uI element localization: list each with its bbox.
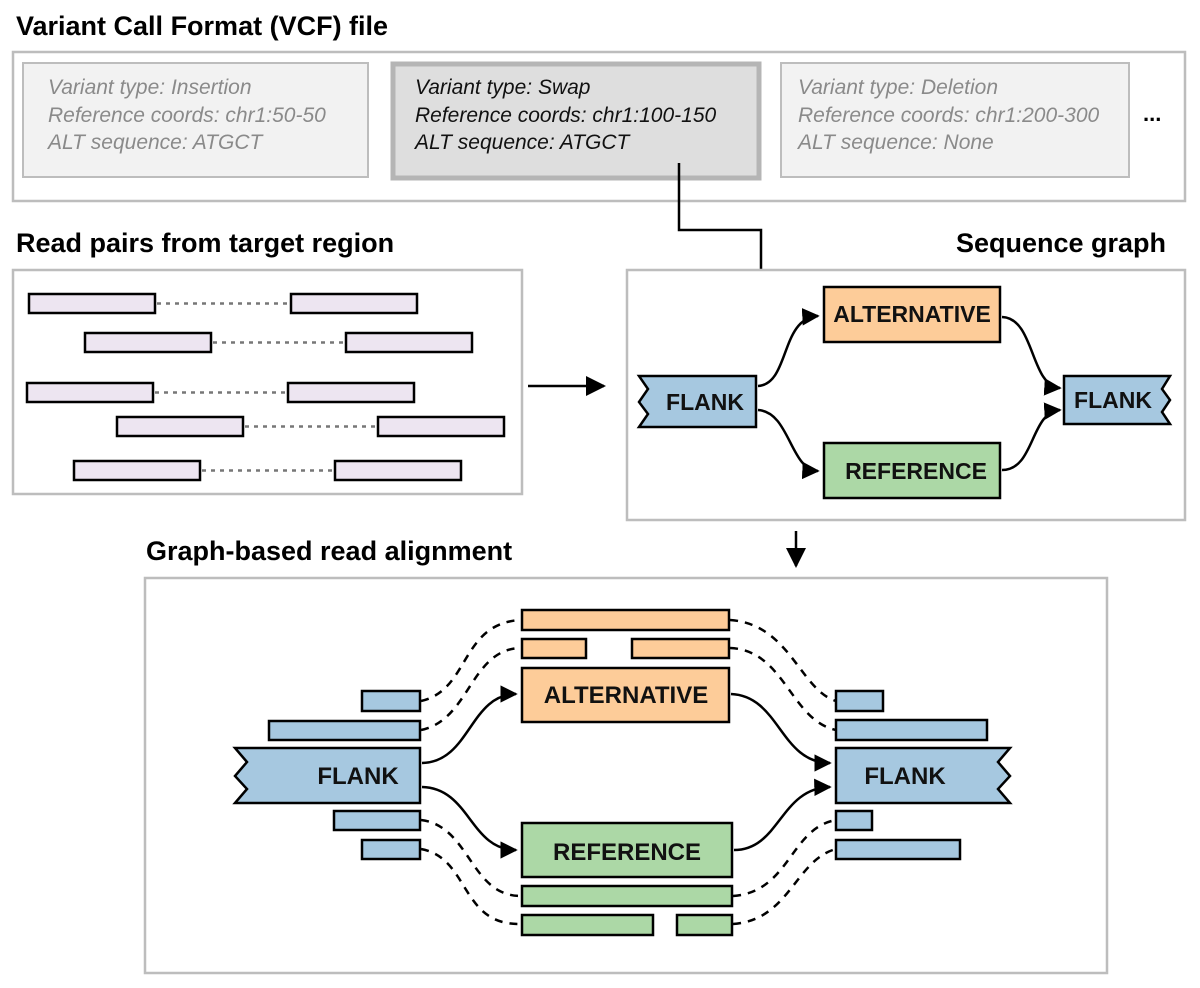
graph-left-flank-node[interactable]: FLANK	[636, 374, 758, 429]
read-pairs	[25, 292, 506, 482]
node-label: FLANK	[1074, 387, 1152, 413]
vcf-record-swap-selected[interactable]: Variant type: Swap Reference coords: chr…	[390, 61, 762, 181]
vcf-record-deletion[interactable]: Variant type: Deletion Reference coords:…	[780, 62, 1130, 178]
vcf-record-coords: Reference coords: chr1:200-300	[798, 104, 1099, 127]
alignment-right-flank-node[interactable]: FLANK	[834, 746, 1013, 805]
vcf-record-alt: ALT sequence: ATGCT	[413, 131, 632, 154]
read-mate-1	[25, 381, 155, 404]
node-label: FLANK	[317, 763, 399, 790]
read-pair	[25, 381, 416, 404]
read-link	[420, 818, 521, 898]
aligned-read	[630, 637, 731, 660]
aligned-read	[834, 838, 962, 861]
reads-title: Read pairs from target region	[16, 228, 394, 258]
edge-reference-to-flank	[733, 778, 832, 852]
aligned-read	[360, 838, 422, 861]
read-mate-2	[344, 331, 474, 354]
edge-flank-to-alternative	[421, 685, 518, 765]
vcf-record-type: Variant type: Insertion	[48, 76, 252, 99]
vcf-to-graph-arrow	[677, 163, 771, 304]
vcf-record-type: Variant type: Deletion	[798, 76, 998, 99]
graph-title: Sequence graph	[956, 228, 1166, 258]
edge-alternative-to-flank	[730, 692, 832, 772]
node-label: REFERENCE	[845, 458, 987, 484]
read-link	[732, 818, 837, 898]
read-mate-1	[83, 331, 213, 354]
read-mate-1	[27, 292, 157, 315]
aligned-read	[520, 913, 655, 937]
aligned-read	[834, 689, 885, 713]
aligned-read	[332, 809, 422, 832]
node-label: ALTERNATIVE	[833, 301, 991, 327]
aligned-read	[520, 608, 731, 632]
aligned-read	[267, 719, 422, 742]
node-label: REFERENCE	[553, 839, 701, 866]
read-mate-2	[289, 292, 419, 315]
edge-flank-to-alternative	[757, 308, 820, 388]
edge-flank-to-reference	[421, 785, 518, 859]
vcf-record-alt: ALT sequence: None	[796, 131, 994, 154]
read-link	[729, 646, 837, 732]
alignment-alternative-node[interactable]: ALTERNATIVE	[520, 666, 731, 724]
vcf-record-alt: ALT sequence: ATGCT	[46, 131, 265, 154]
read-link	[420, 646, 521, 732]
node-label: FLANK	[864, 763, 946, 790]
aligned-read	[834, 718, 989, 742]
node-label: FLANK	[666, 389, 744, 415]
alignment-title: Graph-based read alignment	[146, 536, 512, 566]
graph-alternative-node[interactable]: ALTERNATIVE	[822, 285, 1002, 344]
graph-right-flank-node[interactable]: FLANK	[1062, 374, 1173, 426]
vcf-title: Variant Call Format (VCF) file	[16, 11, 388, 41]
read-pair	[83, 331, 474, 354]
read-link	[732, 847, 837, 926]
vcf-record-coords: Reference coords: chr1:50-50	[48, 104, 326, 127]
edge-flank-to-reference	[757, 408, 820, 480]
aligned-read	[834, 809, 874, 832]
vcf-record-insertion[interactable]: Variant type: Insertion Reference coords…	[22, 62, 369, 178]
vcf-record-type: Variant type: Swap	[415, 76, 591, 99]
read-mate-1	[72, 459, 202, 482]
read-mate-2	[376, 415, 506, 438]
aligned-read	[520, 884, 734, 908]
aligned-read	[520, 637, 588, 660]
read-link	[420, 618, 521, 703]
more-records-ellipsis: ...	[1143, 101, 1161, 126]
node-label: ALTERNATIVE	[544, 682, 708, 709]
vcf-record-coords: Reference coords: chr1:100-150	[415, 104, 716, 127]
read-mate-1	[115, 415, 245, 438]
edge-alternative-to-flank	[1001, 315, 1062, 396]
aligned-read	[675, 913, 734, 937]
alignment-reference-node[interactable]: REFERENCE	[520, 821, 734, 879]
read-link	[420, 847, 521, 926]
read-pair	[72, 459, 463, 482]
read-link	[729, 618, 837, 703]
read-pair	[115, 415, 506, 438]
graph-reference-node[interactable]: REFERENCE	[822, 441, 1002, 500]
edge-reference-to-flank	[1001, 402, 1062, 472]
alignment-left-flank-node[interactable]: FLANK	[232, 746, 422, 805]
read-mate-2	[286, 381, 416, 404]
aligned-read	[360, 689, 422, 713]
read-pair	[27, 292, 419, 315]
read-mate-2	[333, 459, 463, 482]
